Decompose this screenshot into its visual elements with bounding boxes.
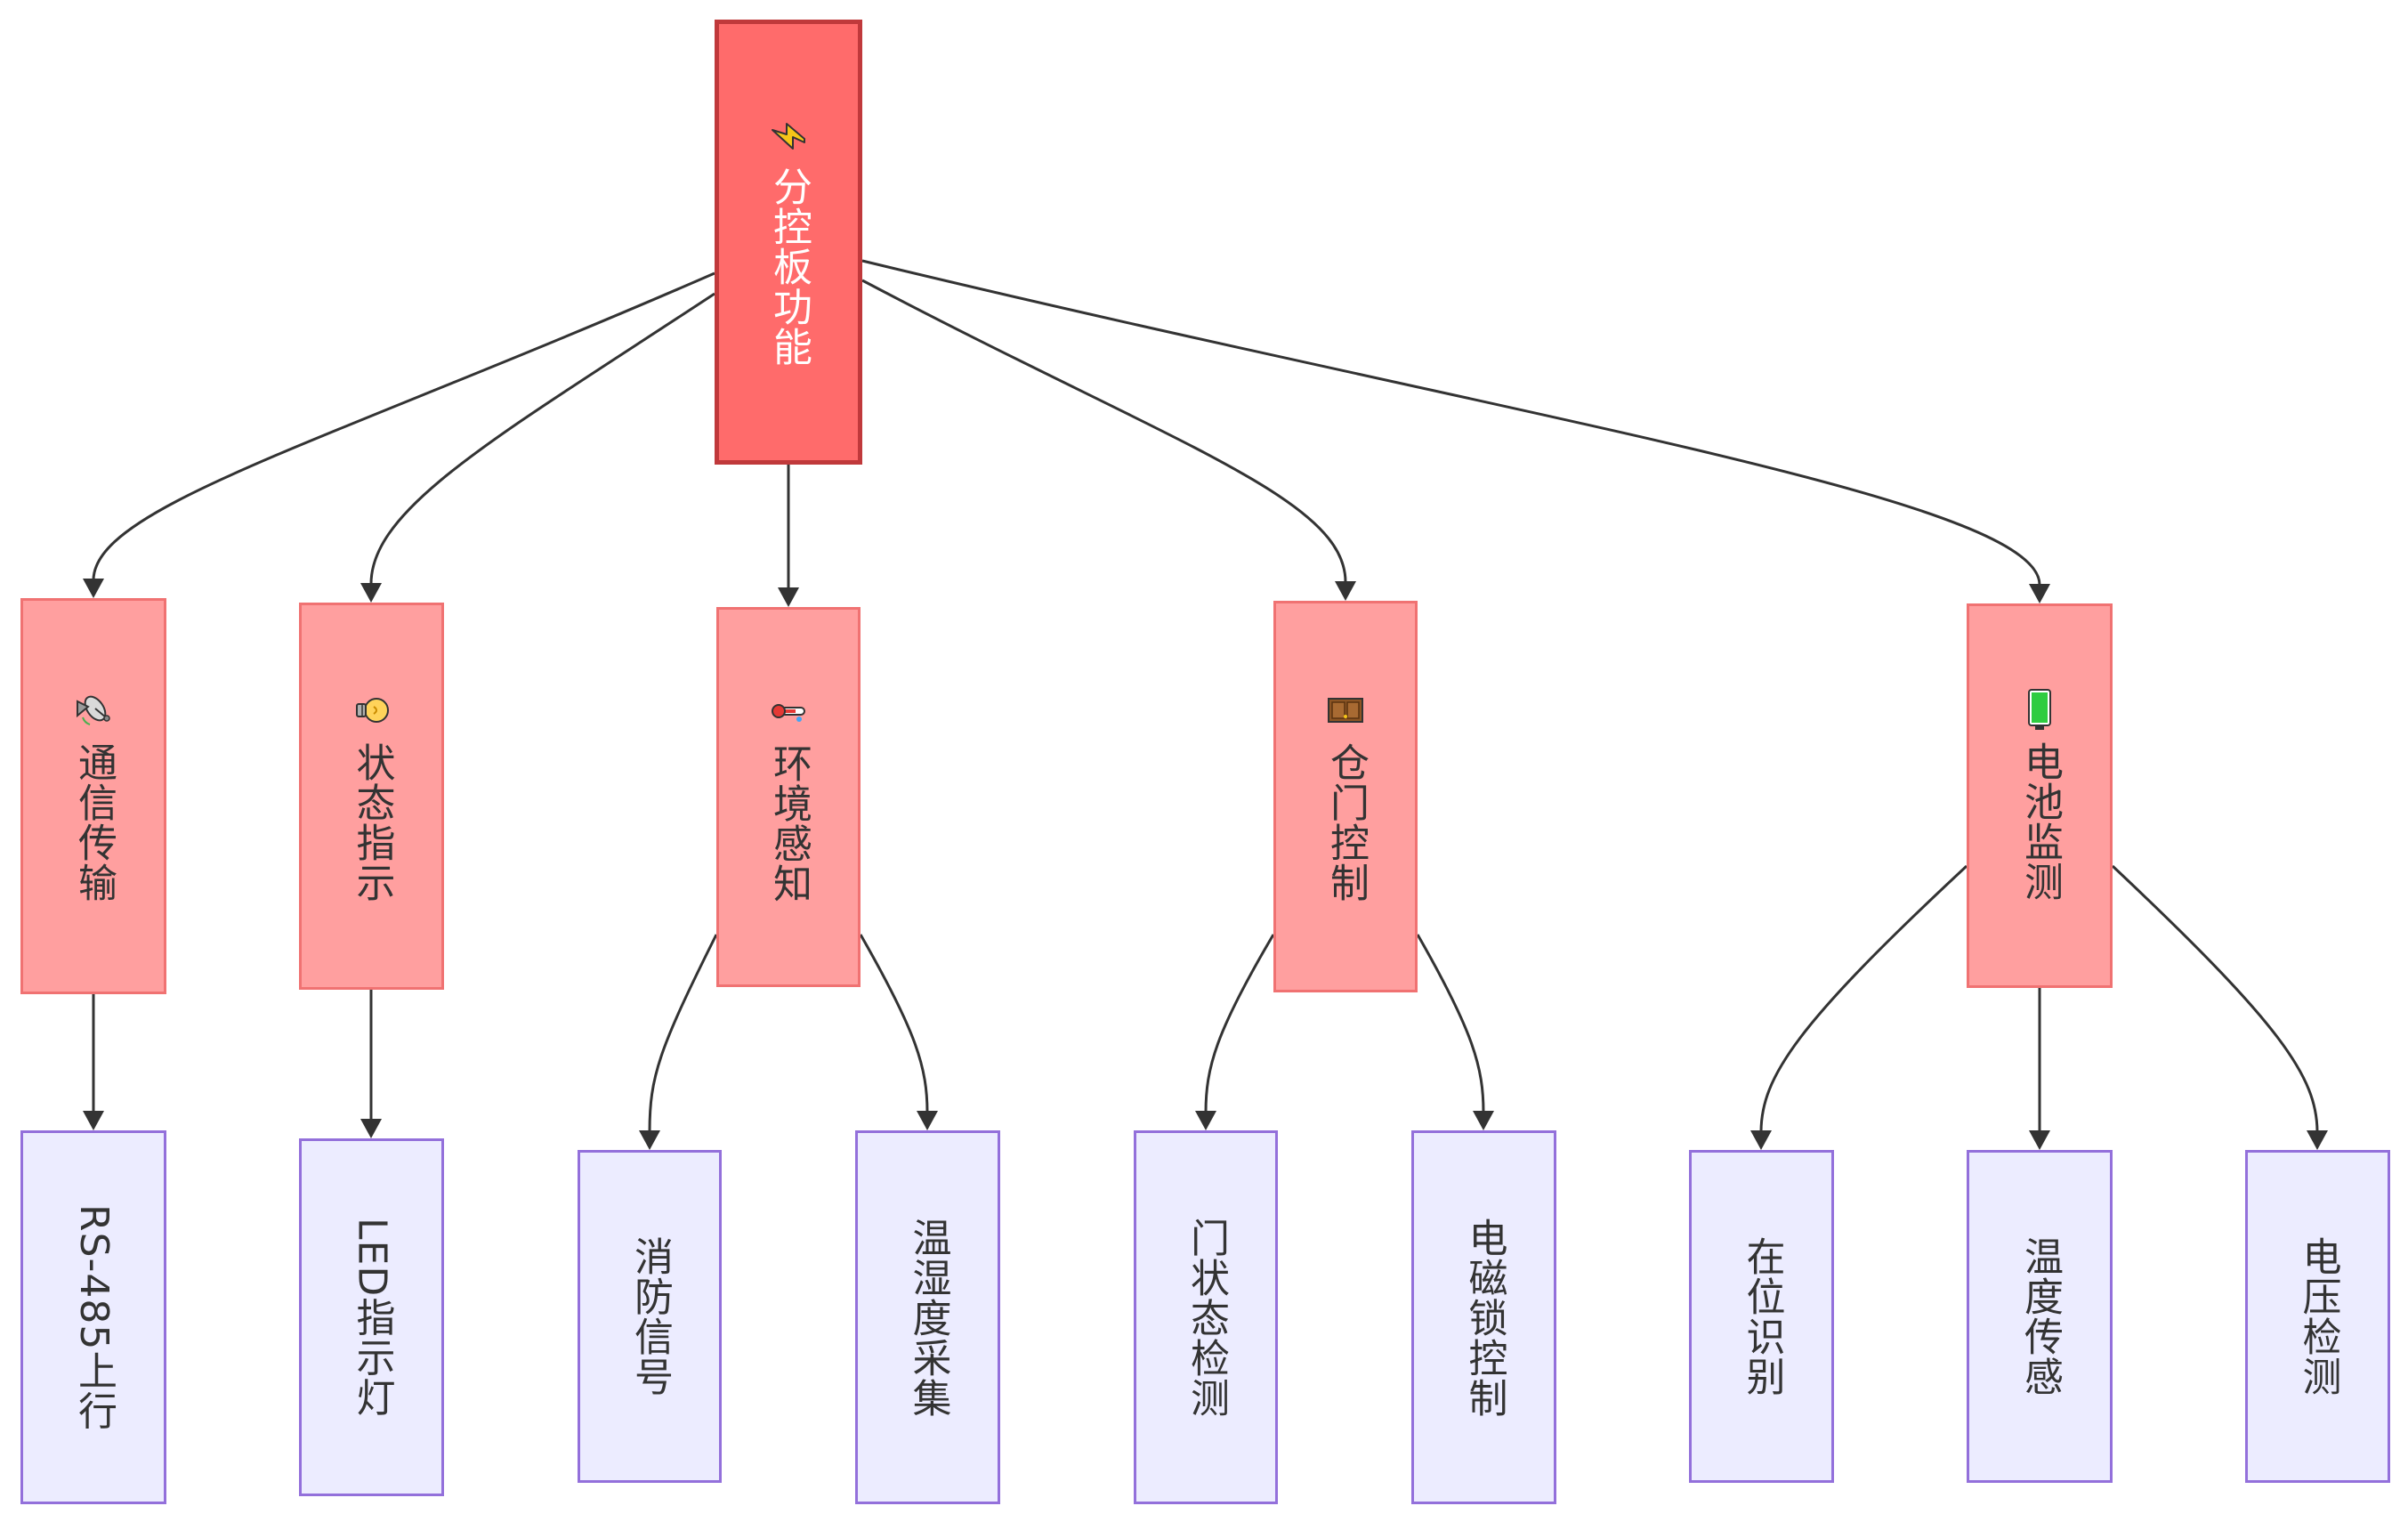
arrowhead-humidity [917,1111,938,1130]
arrowhead-presence [1750,1130,1772,1150]
leaf-node-fire-signal: 消防信号 [578,1150,722,1483]
arrowhead-status [360,583,382,603]
leaf-node-led: LED指示灯 [299,1138,444,1496]
branch-text: 环境感知 [766,742,812,903]
branch-node-battery: 电池监测 [1967,603,2113,988]
leaf-label: 电压检测 [2295,1236,2341,1397]
edge-env-to-fire [648,934,718,1133]
edge-door-to-lock [1416,934,1485,1113]
root-label: 分控板功能 [766,118,812,367]
leaf-node-temperature: 温度传感 [1967,1150,2113,1483]
edge-root-to-door [861,279,1347,583]
arrowhead-lock [1473,1111,1494,1130]
leaf-label: 门状态检测 [1184,1217,1229,1418]
edge-battery-to-presence [1759,864,1968,1133]
branch-node-environment: 环境感知 [716,607,861,987]
branch-label: 状态指示 [349,691,395,903]
arrowhead-voltage [2307,1130,2328,1150]
thermometer-icon [769,692,808,731]
leaf-label: LED指示灯 [349,1217,395,1418]
edge-root-to-comm [92,271,715,581]
branch-text: 电池监测 [2017,741,2063,902]
leaf-node-rs485: RS-485上行 [20,1130,166,1504]
branch-label: 通信传输 [71,691,117,903]
branch-text: 通信传输 [71,741,117,903]
leaf-label: RS-485上行 [71,1203,117,1431]
edge-root-to-battery [861,259,2041,586]
branch-node-door: 仓门控制 [1273,601,1418,992]
branch-text: 仓门控制 [1323,742,1369,903]
edge-root-to-status [369,292,715,585]
branch-label: 环境感知 [766,692,812,903]
branch-node-status: 状态指示 [299,603,444,990]
leaf-label: 在位识别 [1739,1236,1785,1397]
edge-env-to-humidity [859,934,929,1113]
leaf-node-voltage: 电压检测 [2245,1150,2390,1483]
arrowhead-comm [83,579,104,598]
root-node: 分控板功能 [715,20,862,465]
branch-node-communication: 通信传输 [20,598,166,994]
battery-icon [2017,689,2062,730]
leaf-label: 消防信号 [627,1236,673,1397]
arrowhead-fire [639,1130,660,1150]
leaf-node-humidity: 温湿度采集 [855,1130,1000,1504]
branch-label: 电池监测 [2017,689,2063,902]
leaf-node-presence: 在位识别 [1689,1150,1834,1483]
leaf-node-door-state: 门状态检测 [1134,1130,1278,1504]
lightning-icon [769,118,808,154]
root-text: 分控板功能 [766,166,812,367]
leaf-label: 电磁锁控制 [1461,1217,1507,1418]
door-icon [1326,691,1365,730]
light-bulb-icon [352,691,392,730]
arrowhead-door [1335,581,1356,601]
leaf-node-lock-control: 电磁锁控制 [1411,1130,1556,1504]
leaf-label: 温湿度采集 [905,1217,951,1418]
branch-text: 状态指示 [349,741,395,903]
satellite-dish-icon [74,691,113,730]
arrowhead-led [360,1119,382,1138]
edge-battery-to-voltage [2111,864,2319,1133]
branch-label: 仓门控制 [1323,691,1369,903]
arrowhead-battery [2029,584,2050,603]
arrowhead-temp [2029,1130,2050,1150]
arrowhead-rs485 [83,1111,104,1130]
edge-door-to-doorstate [1204,934,1275,1113]
leaf-label: 温度传感 [2017,1236,2063,1397]
arrowhead-env [778,587,799,607]
arrowhead-doorstate [1195,1111,1216,1130]
